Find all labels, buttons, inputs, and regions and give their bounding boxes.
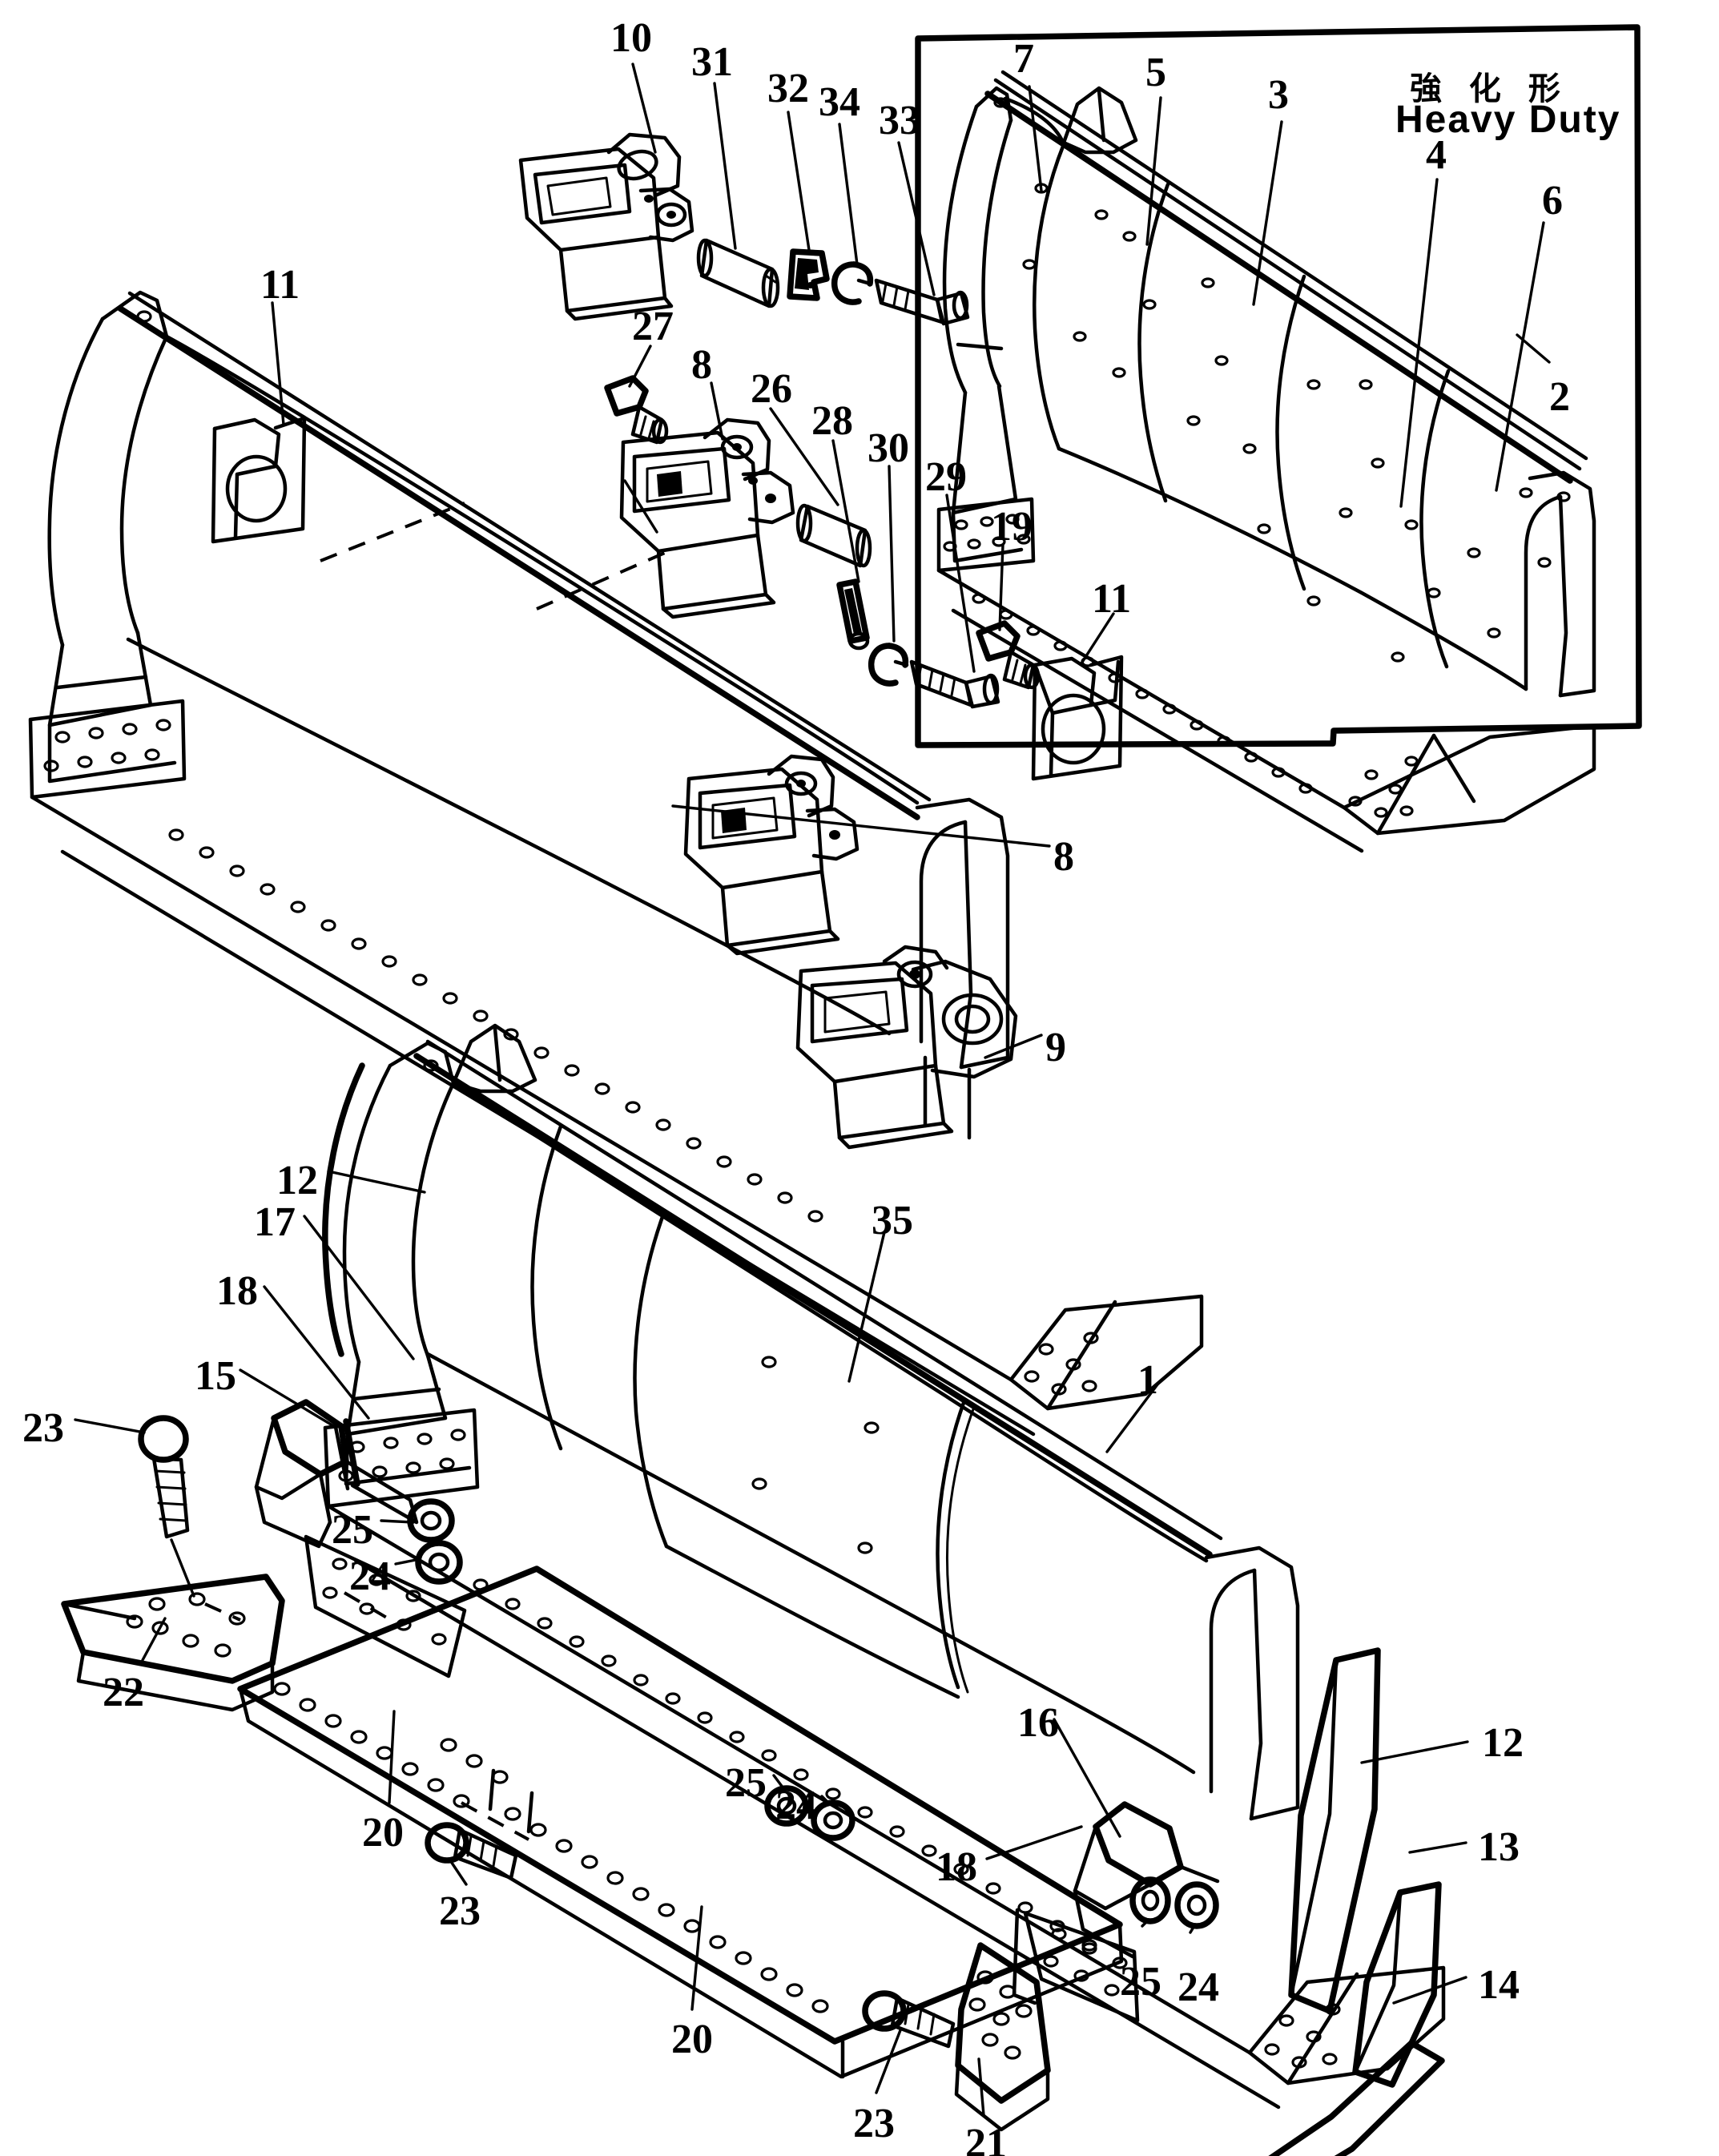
callout-25-mid: 25 — [725, 1760, 767, 1806]
callout-25-upper: 25 — [332, 1507, 373, 1553]
callout-24-mid: 24 — [775, 1783, 817, 1828]
nut-24-upper — [415, 1540, 463, 1585]
callout-11-right: 11 — [1092, 576, 1132, 622]
callout-33: 33 — [879, 98, 920, 143]
callout-12-right: 12 — [1482, 1720, 1524, 1766]
callout-32: 32 — [767, 66, 809, 111]
callout-27: 27 — [632, 304, 674, 349]
bolt-29 — [909, 659, 1000, 709]
callout-20-left: 20 — [362, 1810, 404, 1856]
plate-32 — [787, 248, 830, 301]
snap-ring-30 — [868, 643, 909, 687]
callout-29: 29 — [925, 454, 967, 500]
callout-35: 35 — [872, 1198, 913, 1243]
callout-24-upper: 24 — [349, 1554, 391, 1599]
callout-21: 21 — [965, 2121, 1007, 2156]
callout-20-bottom: 20 — [671, 2017, 713, 2062]
callout-11-left: 11 — [260, 262, 300, 308]
callout-25-right: 25 — [1120, 1959, 1161, 2005]
screw-23-bar — [425, 1822, 518, 1880]
screw-23-bottom — [862, 1990, 956, 2049]
callout-1: 1 — [1137, 1357, 1158, 1403]
nut-24-right — [1174, 1881, 1219, 1929]
cap-plate-22 — [61, 1574, 285, 1712]
wear-strip-13 — [1352, 1881, 1442, 2088]
grease-fitting-27 — [604, 375, 669, 445]
callout-23-bar: 23 — [439, 1888, 481, 1934]
bracket-15-left — [254, 1399, 467, 1678]
callout-16: 16 — [1017, 1700, 1059, 1746]
callout-15: 15 — [195, 1353, 236, 1399]
heavy-duty-en-label: Heavy Duty — [1395, 99, 1621, 141]
heavy-duty-inset-frame — [915, 24, 1642, 748]
bracket-8-upper — [619, 417, 795, 619]
wear-strip-14 — [1268, 2040, 1445, 2156]
lower-blade-assembly — [322, 1023, 1446, 2110]
screw-23-upper — [138, 1415, 190, 1539]
callout-34: 34 — [819, 79, 860, 125]
cutting-edge-20 — [237, 1566, 1124, 2079]
wear-strip-12 — [1288, 1647, 1381, 2014]
bracket-10-group — [518, 132, 694, 321]
callout-9: 9 — [1045, 1025, 1066, 1070]
callout-10: 10 — [610, 15, 652, 61]
washer-25-upper — [407, 1498, 455, 1543]
pin-26 — [795, 503, 872, 568]
washer-25-right — [1129, 1876, 1171, 1924]
plate-21 — [954, 1942, 1051, 2132]
snap-ring-34 — [831, 261, 874, 305]
pin-28 — [836, 578, 870, 651]
callout-28: 28 — [811, 398, 853, 444]
heavy-duty-blade-drawing — [936, 70, 1596, 853]
callout-22: 22 — [103, 1670, 144, 1715]
callout-26: 26 — [751, 366, 792, 412]
upper-blade-assembly — [28, 290, 1204, 1437]
callout-30: 30 — [868, 425, 909, 471]
callout-6: 6 — [1542, 178, 1563, 224]
cap-plate-11-left — [211, 416, 307, 544]
inset-leader-lines — [1028, 85, 1551, 508]
pin-31 — [696, 238, 780, 308]
callout-12-left: 12 — [276, 1158, 318, 1203]
bolt-33 — [874, 278, 970, 326]
callout-19: 19 — [991, 504, 1033, 550]
callout-13: 13 — [1478, 1824, 1520, 1870]
callout-18-left: 18 — [216, 1268, 258, 1314]
bracket-8-lower — [683, 754, 860, 956]
nut-24-mid — [811, 1799, 855, 1841]
callout-17: 17 — [254, 1199, 296, 1245]
callout-8-upper: 8 — [691, 342, 712, 388]
washer-25-mid — [764, 1785, 809, 1827]
bracket-16-right — [1012, 1801, 1220, 2023]
bracket-9 — [795, 945, 1018, 1150]
callout-23-bottom: 23 — [853, 2101, 895, 2146]
callout-3: 3 — [1268, 72, 1289, 118]
cap-plate-11-right — [1031, 655, 1124, 781]
callout-14: 14 — [1478, 1962, 1520, 2008]
callout-5: 5 — [1145, 50, 1166, 95]
callout-23-upper: 23 — [22, 1405, 64, 1451]
callout-4: 4 — [1426, 132, 1447, 178]
callout-8-lower: 8 — [1053, 834, 1074, 880]
callout-7: 7 — [1013, 36, 1034, 82]
callout-31: 31 — [691, 39, 733, 85]
callout-18-right: 18 — [936, 1844, 977, 1890]
heavy-duty-jp-label: 強 化 形 — [1410, 71, 1568, 107]
main-leader-lines — [74, 62, 1469, 2117]
callout-24-right: 24 — [1178, 1965, 1219, 2010]
callout-2: 2 — [1549, 374, 1570, 420]
